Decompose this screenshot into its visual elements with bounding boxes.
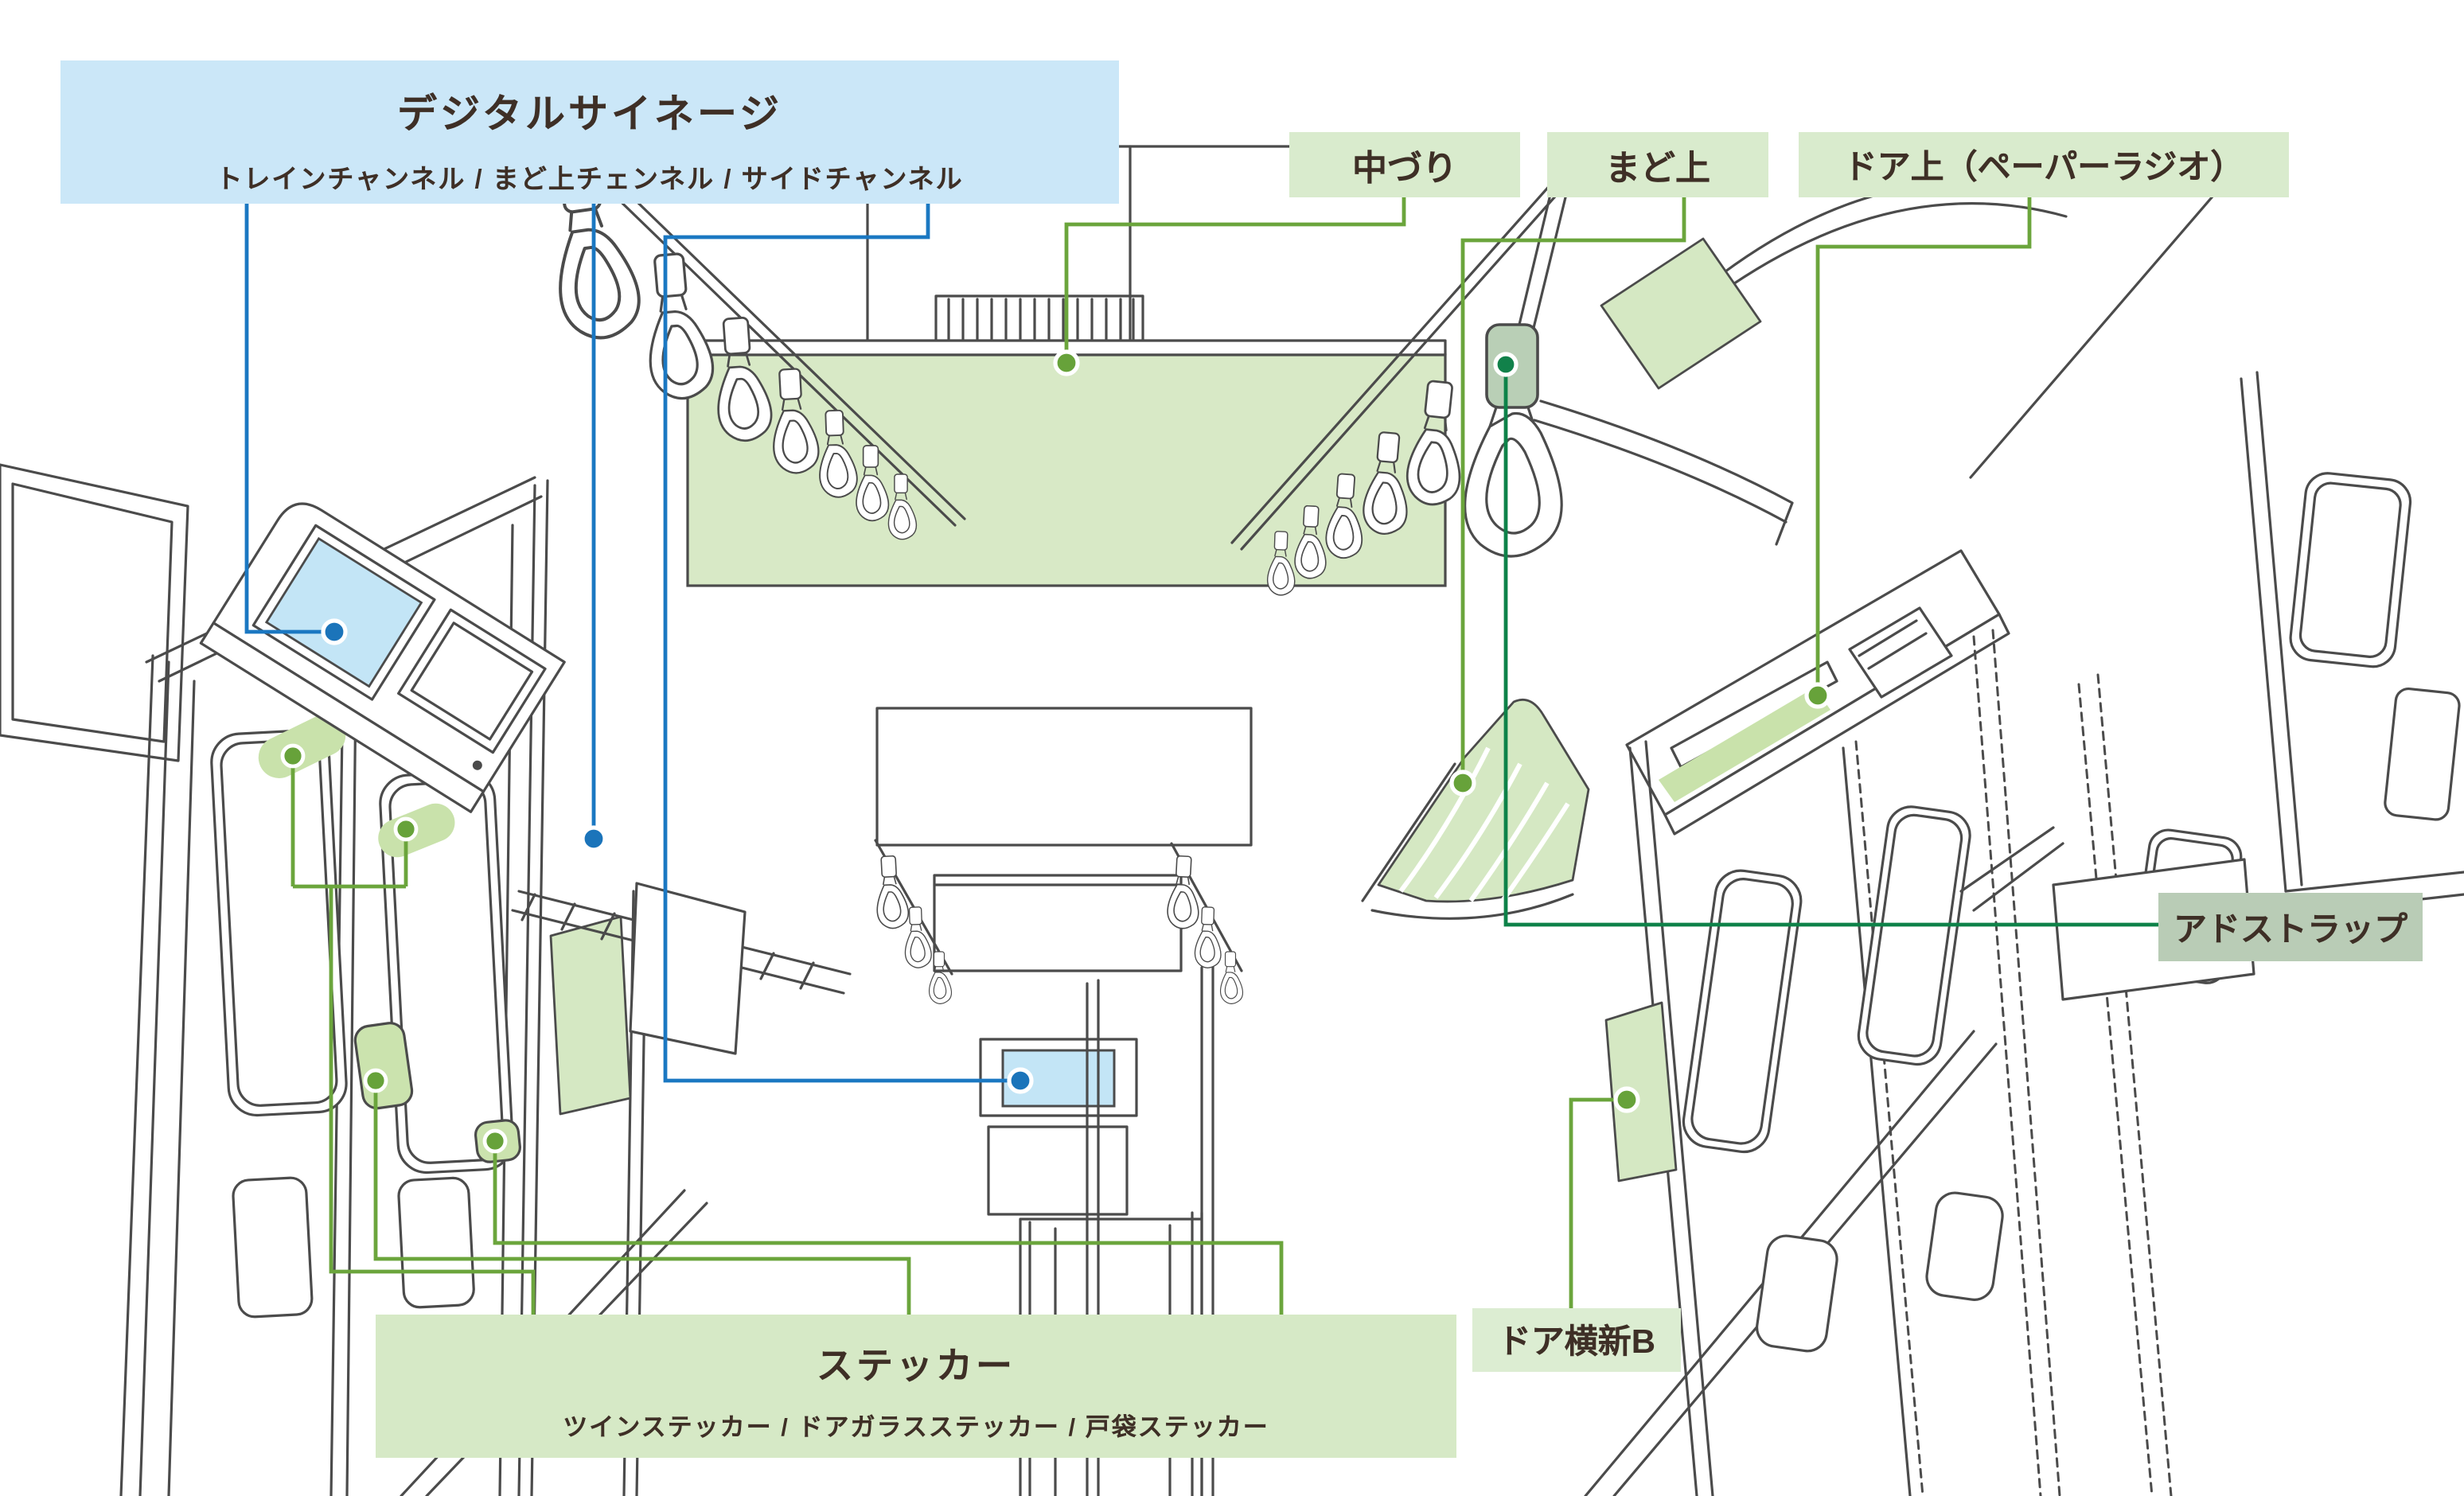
train-channel-screen — [264, 536, 423, 688]
left-door-side-panel — [549, 915, 632, 1116]
door-top-monitor-unit — [199, 502, 566, 813]
line-signage-center-screen — [663, 204, 1014, 1083]
label-sticker: ステッカー ツインステッカー / ドアガラスステッカー / 戸袋ステッカー — [376, 1315, 1456, 1458]
line-door-glass-sticker — [373, 1089, 911, 1315]
marker-twin-1 — [280, 743, 306, 769]
right-door — [1604, 371, 2461, 1496]
left-door — [119, 476, 648, 1496]
madoue-panel — [1361, 698, 1590, 920]
label-doayoko-shin-b: ドア横新B — [1472, 1308, 1681, 1372]
line-doayoko — [1569, 1097, 1620, 1308]
label-adstrap: アドストラップ — [2158, 893, 2423, 961]
end-wall-panel — [875, 707, 1253, 847]
doayoko-shin-b-panel — [1604, 1001, 1678, 1182]
label-madoue: まど上 — [1547, 132, 1768, 197]
digital-signage-title: デジタルサイネージ — [396, 92, 782, 137]
label-digital-signage: デジタルサイネージ トレインチャンネル / まど上チェンネル / サイドチャンネ… — [60, 60, 1119, 204]
marker-door-glass — [363, 1068, 388, 1093]
sticker-title: ステッカー — [817, 1345, 1016, 1386]
marker-doaue — [1804, 682, 1831, 709]
line-signage-monitor — [244, 204, 328, 634]
marker-madoue — [1449, 769, 1476, 797]
line-tobukuro-sticker — [493, 1149, 1284, 1315]
twin-sticker-1 — [258, 714, 346, 778]
line-adstrap — [1503, 372, 2158, 927]
marker-doayoko — [1613, 1086, 1640, 1113]
end-wall-poster — [933, 874, 1183, 972]
marker-madoue-screen — [580, 825, 607, 852]
sticker-subtitle: ツインステッカー / ドアガラスステッカー / 戸袋ステッカー — [563, 1415, 1269, 1442]
digital-signage-subtitle: トレインチャンネル / まど上チェンネル / サイドチャンネル — [216, 166, 964, 194]
marker-tobukuro — [482, 1128, 508, 1154]
adstrap-handle — [1464, 186, 1568, 558]
madoue-panel-far — [1600, 237, 1762, 390]
marker-nakazuri — [1053, 349, 1080, 376]
marker-monitor — [321, 618, 348, 645]
line-twin-sticker — [290, 764, 536, 1315]
line-doaue — [1815, 196, 2032, 689]
marker-twin-2 — [393, 816, 419, 842]
grab-poles — [1086, 963, 1214, 1496]
marker-center-screen — [1007, 1067, 1034, 1094]
label-nakazuri: 中づり — [1289, 132, 1520, 197]
left-side-window — [0, 463, 189, 762]
line-madoue — [1460, 196, 1686, 777]
end-door-poster — [987, 1125, 1129, 1216]
label-doaue: ドア上（ペーパーラジオ） — [1799, 132, 2289, 197]
ac-grille — [934, 294, 1144, 344]
line-nakazuri — [1064, 196, 1406, 356]
doaue-panel — [1659, 688, 1830, 802]
marker-adstrap — [1493, 352, 1519, 377]
ac-grille-slats — [947, 298, 1135, 341]
door-glass-sticker — [353, 1022, 414, 1110]
marker-dots — [280, 349, 1831, 1154]
